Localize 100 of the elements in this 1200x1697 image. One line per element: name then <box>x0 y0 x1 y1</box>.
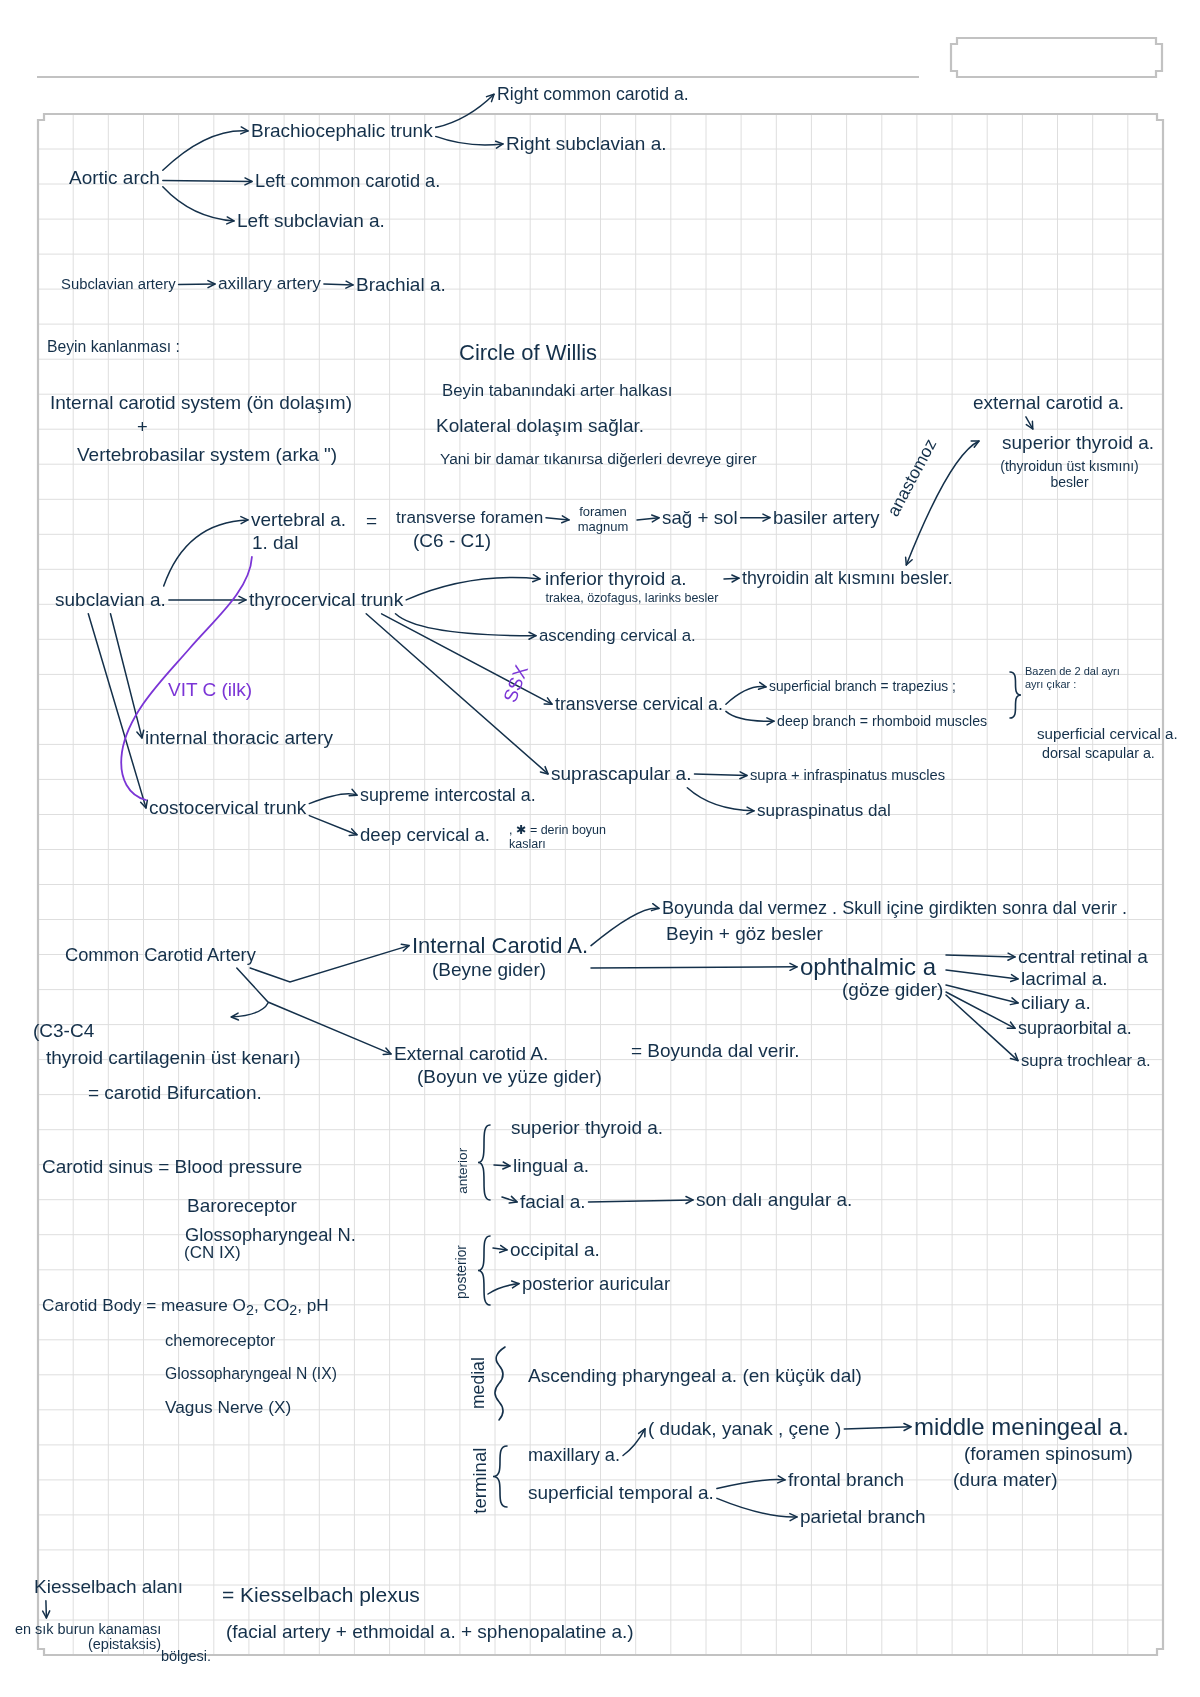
arrow <box>545 515 570 524</box>
note-text: lingual a. <box>513 1155 590 1177</box>
arrow <box>739 513 771 522</box>
note-text: (C6 - C1) <box>413 530 492 552</box>
note-text: middle meningeal a. <box>914 1413 1129 1441</box>
note-text: Beyin tabanındaki arter halkası <box>442 381 673 401</box>
note-text: dorsal scapular a. <box>1042 745 1155 762</box>
note-text: ophthalmic a <box>800 953 937 981</box>
note-text: Boyunda dal vermez . Skull içine girdikten sonra dal verir . <box>662 898 1128 919</box>
note-text: thyroid cartilagenin üst kenarı) <box>46 1047 301 1069</box>
note-text: lacrimal a. <box>1021 968 1108 990</box>
note-text: Internal Carotid A. <box>412 933 589 959</box>
note-text: Bazen de 2 dal ayrı ayrı çıkar : <box>1025 665 1121 691</box>
note-text: Ascending pharyngeal a. (en küçük dal) <box>528 1365 862 1387</box>
note-text: (foramen spinosum) <box>964 1443 1133 1465</box>
note-text: central retinal a <box>1018 946 1148 968</box>
note-text: Glossopharyngeal N (IX) <box>165 1365 337 1384</box>
note-text: external carotid a. <box>973 392 1125 414</box>
arrow <box>394 613 537 640</box>
arrow <box>492 1244 508 1254</box>
connector-line <box>120 556 253 801</box>
note-text: Aortic arch <box>69 167 160 189</box>
note-text: (thyroidun üst kısmını) besler <box>999 458 1140 491</box>
note-text: (dura mater) <box>953 1469 1058 1491</box>
note-text: = carotid Bifurcation. <box>88 1082 262 1104</box>
arrow <box>590 903 660 947</box>
arrow <box>493 1161 511 1170</box>
note-text: ascending cervical a. <box>539 626 696 646</box>
note-text: vertebral a. <box>251 509 347 531</box>
arrow <box>843 1422 912 1432</box>
arrow <box>693 771 748 780</box>
arrow <box>109 613 145 739</box>
note-text: Vagus Nerve (X) <box>165 1398 292 1418</box>
note-text: Internal carotid system (ön dolaşım) <box>50 392 352 414</box>
note-text: supra + infraspinatus muscles <box>750 767 946 784</box>
note-text: axillary artery <box>218 274 321 294</box>
note-text: suprascapular a. <box>551 763 692 785</box>
note-text: (Beyne gider) <box>432 959 547 981</box>
note-text: Brachial a. <box>356 274 446 296</box>
note-text: (CN IX) <box>184 1243 241 1263</box>
arrow <box>487 1280 520 1295</box>
note-text: VIT C (ilk) <box>168 679 253 701</box>
note-text: Circle of Willis <box>459 340 598 366</box>
note-text: transverse foramen <box>396 508 544 528</box>
arrow <box>945 991 1016 1030</box>
note-text: deep branch = rhomboid muscles <box>777 713 988 730</box>
note-text: (facial artery + ethmoidal a. + sphenopalatine a.) <box>226 1621 634 1643</box>
note-text: Subclavian artery <box>61 276 176 294</box>
arrow <box>945 994 1019 1062</box>
note-text: medial <box>467 1357 489 1410</box>
note-text: Carotid sinus = Blood pressure <box>42 1156 303 1178</box>
arrow <box>501 1195 518 1204</box>
note-text: supreme intercostal a. <box>360 785 536 806</box>
arrow <box>945 984 1019 1006</box>
note-text: Right subclavian a. <box>506 133 667 155</box>
note-text: Kiesselbach alanı <box>34 1576 183 1598</box>
note-text: son dalı angular a. <box>696 1189 853 1211</box>
note-text: Right common carotid a. <box>497 84 689 105</box>
note-text: facial a. <box>520 1191 586 1213</box>
note-text: Kolateral dolaşım sağlar. <box>436 415 645 437</box>
note-text: transverse cervical a. <box>555 694 723 715</box>
arrow <box>162 126 249 172</box>
note-text: basiler artery <box>773 507 880 529</box>
arrow <box>308 814 358 837</box>
note-text: trakea, özofagus, larinks besler <box>544 591 720 606</box>
note-text: subclavian a. <box>55 589 166 611</box>
arrow <box>162 516 249 587</box>
note-text: supra trochlear a. <box>1021 1051 1151 1071</box>
note-text: (göze gider) <box>842 979 944 1001</box>
note-text: occipital a. <box>510 1239 600 1261</box>
arrow <box>904 440 980 566</box>
note-text: frontal branch <box>788 1469 905 1491</box>
note-text: chemoreceptor <box>165 1331 276 1350</box>
note-text: Left subclavian a. <box>237 210 385 232</box>
arrow <box>177 279 216 289</box>
arrow <box>725 681 767 705</box>
arrow <box>236 967 392 1056</box>
note-text: en sık burun kanaması <box>15 1621 162 1638</box>
arrow <box>590 962 798 972</box>
note-text: thyrocervical trunk <box>249 589 404 611</box>
note-text: 1. dal <box>252 532 299 554</box>
arrow <box>162 185 235 225</box>
note-text: superior thyroid a. <box>511 1117 664 1139</box>
note-text: internal thoracic artery <box>145 727 333 749</box>
arrow <box>725 710 775 726</box>
note-text: External carotid A. <box>394 1043 549 1065</box>
arrow <box>365 613 549 775</box>
note-text: posterior auricular <box>522 1273 671 1295</box>
arrow <box>686 787 755 815</box>
note-text: costocervical trunk <box>149 797 307 819</box>
note-text: ( dudak, yanak , çene ) <box>648 1418 842 1440</box>
note-text: Baroreceptor <box>187 1195 297 1217</box>
note-text: terminal <box>469 1447 491 1514</box>
note-text: = Boyunda dal verir. <box>631 1040 800 1062</box>
note-text: (C3-C4 <box>33 1020 95 1042</box>
note-text: superficial cervical a. <box>1037 725 1178 743</box>
note-text: bölgesi. <box>161 1648 211 1665</box>
arrow <box>434 135 504 149</box>
note-text: Carotid Body = measure O$_{2}$, CO$_{2}$, pH <box>42 1296 329 1319</box>
arrow <box>716 1497 798 1522</box>
